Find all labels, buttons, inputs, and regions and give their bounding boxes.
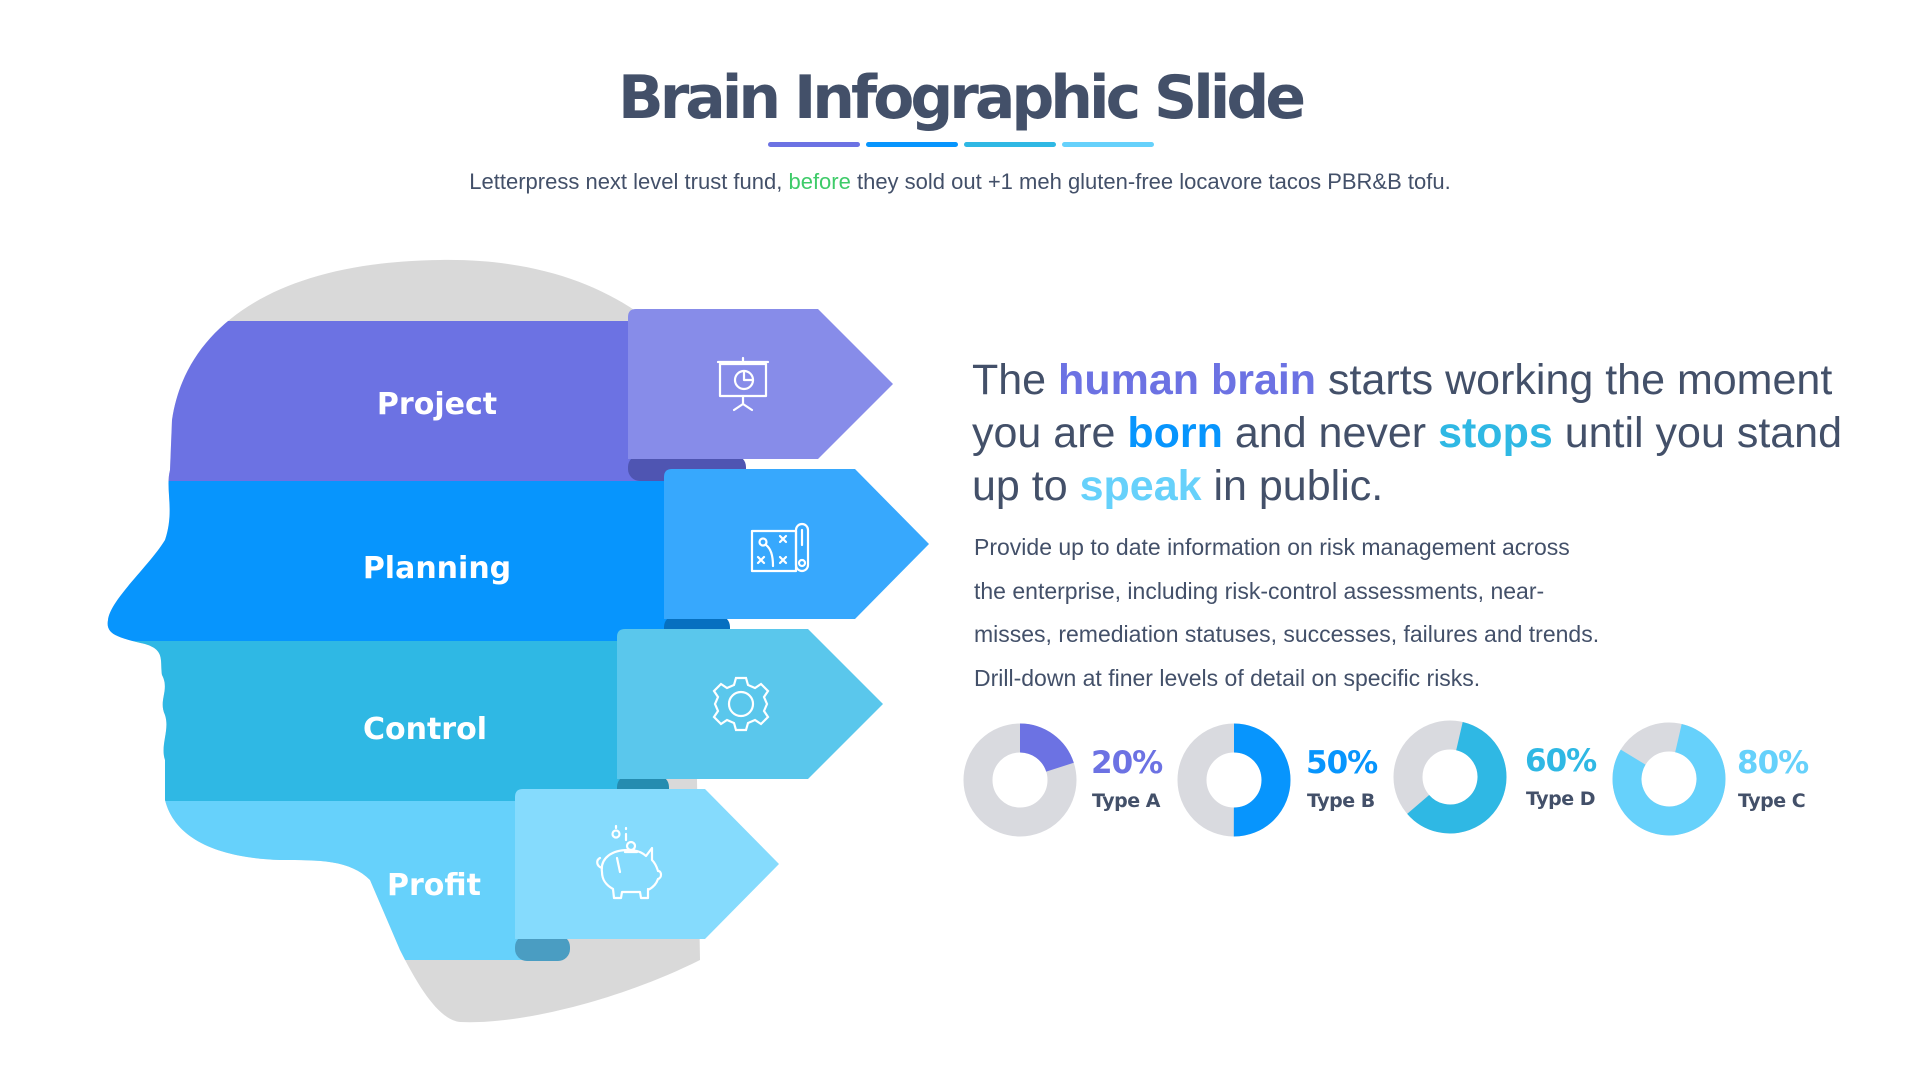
strategy-map-icon bbox=[750, 522, 810, 573]
donut-type-d bbox=[1393, 720, 1507, 834]
paragraph-line: the enterprise, including risk-control a… bbox=[974, 577, 1545, 604]
heading-text: and never bbox=[1222, 409, 1439, 457]
arrow-project bbox=[628, 309, 893, 459]
piggy-bank-icon bbox=[596, 824, 663, 900]
title-underline-2 bbox=[866, 142, 958, 147]
description-paragraph: Provide up to date information on risk m… bbox=[974, 526, 1734, 700]
heading-text: until you stand up to bbox=[972, 409, 1843, 510]
presentation-chart-icon bbox=[716, 356, 770, 412]
gear-icon bbox=[712, 676, 770, 732]
paragraph-line: Provide up to date information on risk m… bbox=[974, 534, 1570, 560]
heading-text: in public. bbox=[1201, 462, 1384, 510]
donut-d-value: 60% bbox=[1525, 743, 1597, 779]
donut-type-b bbox=[1177, 723, 1291, 837]
band-label-planning: Planning bbox=[363, 551, 511, 586]
slide-subtitle: Letterpress next level trust fund, befor… bbox=[0, 166, 1920, 198]
donut-b-value: 50% bbox=[1306, 745, 1378, 781]
main-heading: The human brain starts working the momen… bbox=[972, 354, 1892, 513]
heading-highlight-born: born bbox=[1127, 409, 1223, 457]
subtitle-text-end: they sold out +1 meh gluten-free locavor… bbox=[850, 169, 1451, 194]
donut-a-value: 20% bbox=[1091, 745, 1163, 781]
donut-b-label: Type B bbox=[1307, 790, 1375, 812]
donut-charts bbox=[963, 720, 1726, 837]
donut-c-value: 80% bbox=[1737, 745, 1809, 781]
heading-highlight-stops: stops bbox=[1438, 409, 1553, 457]
heading-highlight-speak: speak bbox=[1079, 462, 1202, 510]
band-project bbox=[107, 321, 640, 481]
heading-text: The bbox=[972, 356, 1059, 404]
band-label-project: Project bbox=[377, 387, 497, 422]
fold-profit bbox=[515, 935, 570, 961]
donut-type-c bbox=[1612, 722, 1726, 836]
band-label-control: Control bbox=[363, 712, 487, 747]
head-infographic: Project Planning Control Profit bbox=[107, 259, 929, 1023]
donut-a-label: Type A bbox=[1092, 790, 1160, 812]
title-underline-3 bbox=[964, 142, 1056, 147]
band-planning bbox=[107, 481, 680, 641]
slide-title: Brain Infographic Slide bbox=[617, 63, 1306, 133]
heading-highlight-human-brain: human brain bbox=[1058, 356, 1317, 404]
arrow-control bbox=[617, 629, 883, 779]
donut-type-a bbox=[963, 723, 1077, 837]
donut-c-label: Type C bbox=[1738, 790, 1806, 812]
subtitle-highlight: before bbox=[788, 169, 851, 194]
band-control bbox=[107, 641, 630, 801]
band-label-profit: Profit bbox=[387, 868, 481, 903]
title-underline-1 bbox=[768, 142, 860, 147]
paragraph-line: misses, remediation statuses, successes,… bbox=[974, 621, 1600, 647]
paragraph-line: Drill-down at finer levels of detail on … bbox=[974, 664, 1481, 691]
subtitle-text: Letterpress next level trust fund, bbox=[469, 169, 789, 194]
heading-text: starts working the moment you are bbox=[972, 356, 1833, 457]
title-underline-4 bbox=[1062, 142, 1154, 147]
donut-d-label: Type D bbox=[1526, 788, 1595, 810]
arrow-profit bbox=[515, 789, 779, 939]
